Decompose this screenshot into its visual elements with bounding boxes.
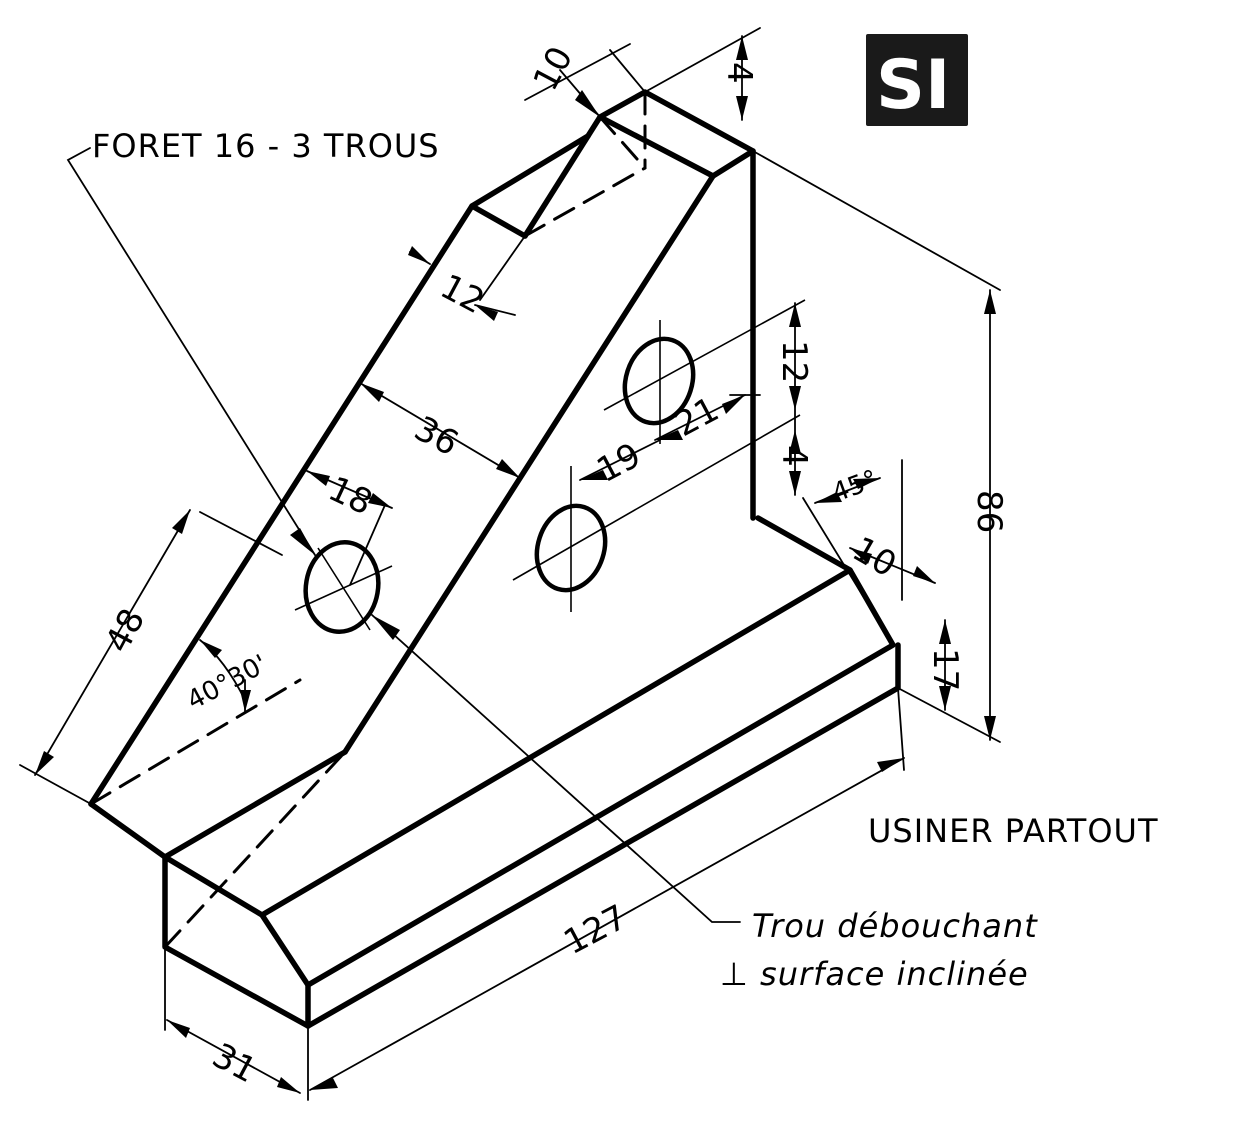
through-hole-note-line2: ⊥ surface inclinée: [720, 955, 1029, 993]
notes: FORET 16 - 3 TROUS USINER PARTOUT Trou d…: [92, 127, 1158, 993]
hidden-lines: [89, 90, 647, 949]
arrowheads: [35, 36, 996, 1093]
machine-note: USINER PARTOUT: [868, 812, 1158, 850]
dim-48: 48: [98, 602, 154, 659]
through-hole-note-line1: Trou débouchant: [752, 907, 1038, 945]
dim-31: 31: [206, 1036, 263, 1092]
si-logo-text: SI: [876, 46, 950, 125]
si-logo: SI: [866, 34, 968, 126]
dim-angle: 40°30': [182, 649, 272, 716]
dim-45: 45°: [828, 465, 882, 509]
hole-upper: [622, 336, 696, 426]
dim-19: 19: [590, 435, 647, 491]
dim-4-top: 4: [719, 62, 759, 84]
hole-lower: [534, 503, 608, 593]
dim-4-right: 4: [774, 445, 814, 467]
part-outline: [88, 89, 901, 1029]
dim-17: 17: [925, 648, 965, 691]
dim-12-slot: 12: [434, 267, 491, 323]
dim-10-top: 10: [526, 40, 582, 97]
holes: [294, 299, 806, 635]
dim-86: 86: [969, 490, 1009, 533]
dim-12-right: 12: [774, 340, 814, 383]
dim-127: 127: [557, 897, 633, 963]
dim-18: 18: [322, 469, 378, 524]
drill-note: FORET 16 - 3 TROUS: [92, 127, 440, 165]
hole-inclined: [303, 539, 381, 635]
